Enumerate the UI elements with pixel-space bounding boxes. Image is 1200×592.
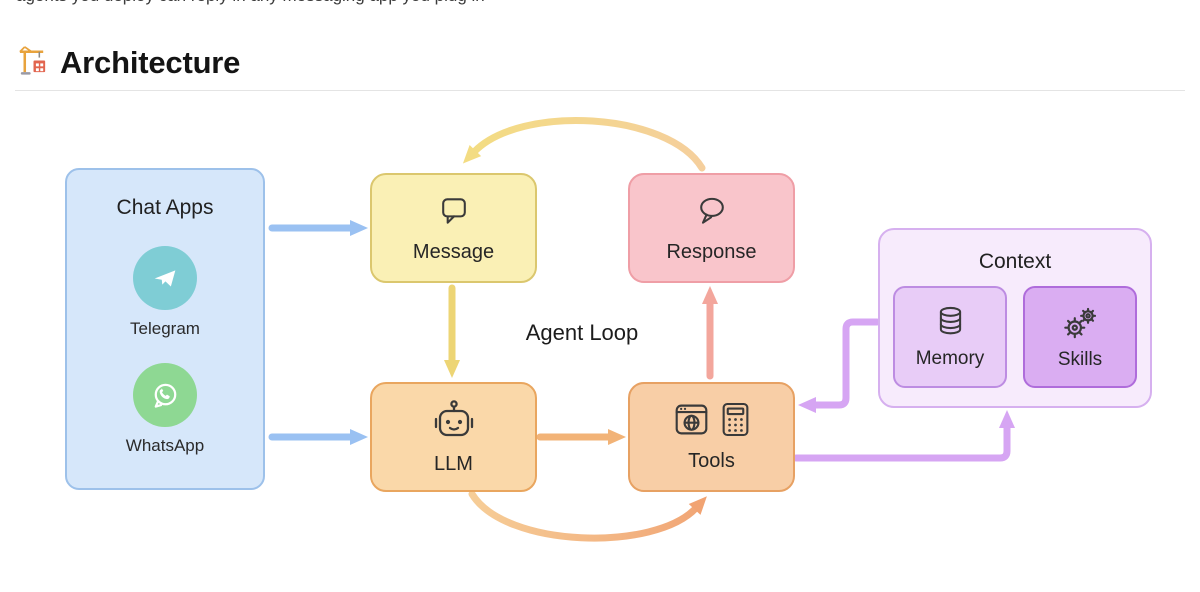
node-skills: Skills [1023, 286, 1137, 388]
arrow-response-to-message-curve [462, 117, 706, 172]
arrow-tools-to-context [792, 410, 1015, 462]
skills-label: Skills [1057, 348, 1103, 370]
context-title: Context [978, 250, 1052, 273]
database-icon [933, 304, 968, 344]
whatsapp-label: WhatsApp [125, 436, 205, 455]
telegram-icon [133, 246, 197, 310]
agent-loop-label: Agent Loop [525, 320, 639, 345]
arrow-context-to-tools [798, 318, 881, 413]
node-tools: Tools [628, 382, 795, 492]
tools-label: Tools [688, 450, 735, 472]
page-title: Architecture [17, 44, 240, 82]
chat-apps-title: Chat Apps [116, 196, 214, 219]
speech-bubble-round-icon [693, 193, 731, 234]
node-response: Response [628, 173, 795, 283]
node-chat-apps: Chat Apps Telegram WhatsApp [65, 168, 265, 490]
telegram-label: Telegram [130, 319, 200, 338]
node-message: Message [370, 173, 537, 283]
heading-divider [15, 90, 1185, 91]
clipped-text: agents you deploy can reply in any messa… [16, 0, 716, 5]
node-context: Context Memory [878, 228, 1152, 408]
speech-bubble-square-icon [435, 193, 473, 234]
context-row: Memory Skills [893, 286, 1137, 388]
llm-label: LLM [434, 452, 473, 475]
arrow-llm-to-tools-curve [468, 490, 707, 542]
tools-icons [673, 401, 751, 443]
gears-icon [1062, 304, 1098, 345]
robot-icon [430, 399, 478, 446]
whatsapp-icon [133, 363, 197, 427]
browser-globe-icon [673, 401, 710, 443]
clipped-text-line: agents you deploy can reply in any messa… [16, 0, 716, 5]
memory-label: Memory [915, 348, 985, 369]
node-llm: LLM [370, 382, 537, 492]
construction-crane-icon [17, 44, 50, 82]
node-memory: Memory [893, 286, 1007, 388]
response-label: Response [666, 240, 757, 263]
page-title-text: Architecture [60, 45, 241, 80]
calculator-icon [720, 401, 751, 443]
message-label: Message [412, 240, 495, 263]
